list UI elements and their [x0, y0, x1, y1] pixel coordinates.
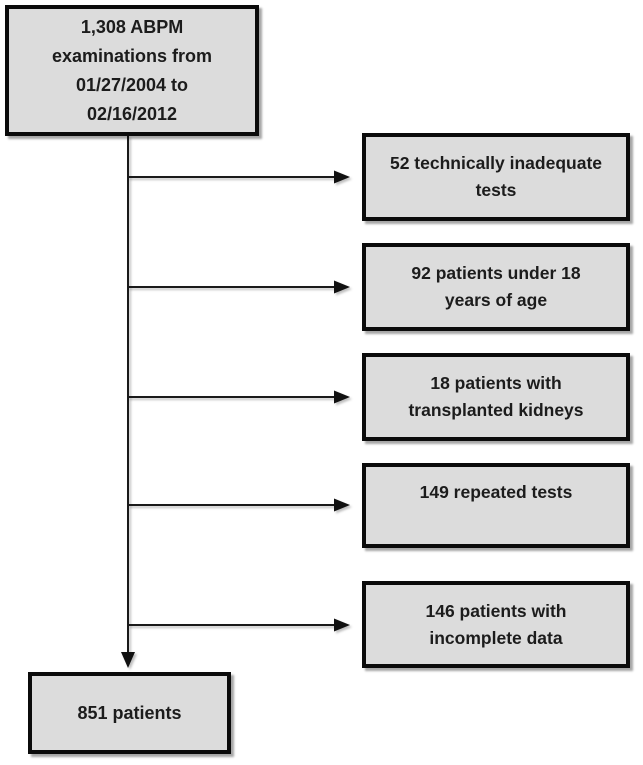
exclusion-box-line: 92 patients under 18	[411, 263, 581, 283]
exclusion-box-repeated-tests: 149 repeated tests	[362, 463, 630, 548]
exclusion-box-line: years of age	[444, 290, 548, 310]
exclusion-box-line: transplanted kidneys	[408, 400, 584, 420]
source-box-line: examinations from	[51, 45, 213, 66]
exclusion-box-line: 149 repeated tests	[419, 481, 573, 502]
exclusion-box-line: incomplete data	[429, 627, 563, 648]
exclusion-box-line: 146 patients with	[425, 600, 567, 621]
source-box: 1,308 ABPM examinations from 01/27/2004 …	[5, 5, 259, 136]
exclusion-box-line: 52 technically inadequate	[389, 153, 603, 173]
exclusion-box-incomplete-data: 146 patients with incomplete data	[362, 581, 630, 668]
final-box: 851 patients	[28, 672, 231, 754]
source-box-line: 02/16/2012	[86, 103, 178, 124]
source-box-line: 01/27/2004 to	[75, 74, 189, 95]
final-box-label: 851 patients	[77, 702, 182, 723]
exclusion-box-technically-inadequate: 52 technically inadequate tests	[362, 133, 630, 221]
arrowhead-right-icon	[334, 170, 350, 184]
arrowhead-right-icon	[334, 618, 350, 632]
arrowhead-down-icon	[121, 652, 135, 668]
exclusion-box-line: 18 patients with	[430, 373, 562, 393]
exclusion-box-line: tests	[475, 180, 517, 200]
arrowhead-right-icon	[334, 390, 350, 404]
exclusion-box-under-18: 92 patients under 18 years of age	[362, 243, 630, 331]
arrowhead-right-icon	[334, 498, 350, 512]
source-box-line: 1,308 ABPM	[80, 16, 184, 37]
arrowhead-right-icon	[334, 280, 350, 294]
exclusion-box-transplanted-kidneys: 18 patients with transplanted kidneys	[362, 353, 630, 441]
